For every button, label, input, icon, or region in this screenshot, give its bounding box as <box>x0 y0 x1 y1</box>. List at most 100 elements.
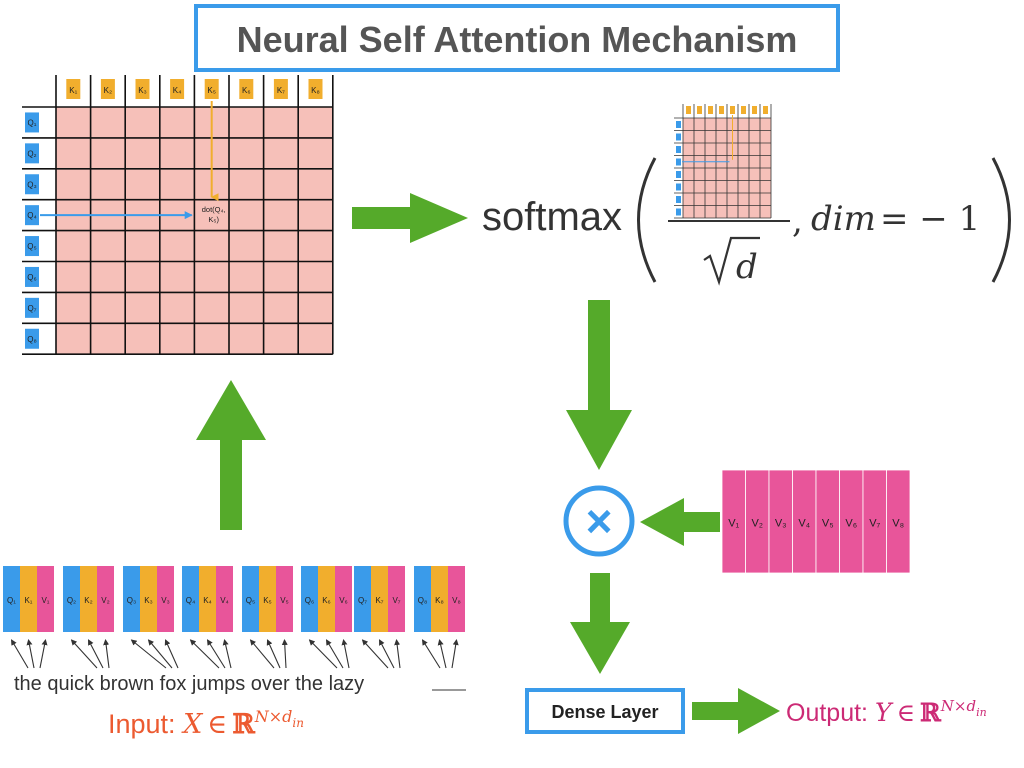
word-arrow <box>189 639 220 669</box>
word-arrow <box>281 639 288 669</box>
token-q-bar <box>123 566 140 632</box>
mini-key-cell <box>752 106 757 114</box>
input-label: Input: X∈ℝN×din <box>108 707 304 740</box>
token-v-label: V₂ <box>101 596 109 605</box>
input-sentence: the quick brown fox jumps over the lazy <box>14 673 466 695</box>
softmax-expression: softmax d , dim = − 1 <box>482 104 1011 287</box>
query-label: Q₃ <box>27 180 36 189</box>
key-label: K₁ <box>69 86 77 95</box>
dense-layer-box: Dense Layer <box>525 688 685 734</box>
right-paren <box>991 157 1011 283</box>
word-arrow <box>421 639 441 669</box>
word-arrow <box>266 639 281 669</box>
token-v-bar <box>276 566 293 632</box>
mini-key-cell <box>719 106 724 114</box>
input-reals: ℝ <box>232 709 255 740</box>
multiply-operator: × <box>563 485 635 557</box>
value-label: V₁ <box>728 518 739 530</box>
token-q-bar <box>301 566 318 632</box>
token-q-bar <box>182 566 199 632</box>
input-var: X <box>181 709 204 740</box>
mini-key-cell <box>763 106 768 114</box>
token-q-label: Q₂ <box>67 596 76 605</box>
token-v-bar <box>448 566 465 632</box>
mini-key-cell <box>708 106 713 114</box>
token-q-label: Q₈ <box>418 596 428 605</box>
query-cell <box>25 143 39 164</box>
query-label: Q₆ <box>27 273 36 282</box>
mini-attention-matrix <box>674 104 772 219</box>
query-label: Q₁ <box>28 118 37 127</box>
word-arrow <box>164 639 179 669</box>
mini-query-cell <box>676 158 681 166</box>
token-k-label: K₇ <box>375 596 383 605</box>
mini-query-cell <box>676 196 681 203</box>
token-v-bar <box>216 566 233 632</box>
dim-label: dim <box>811 199 876 239</box>
key-label: K₆ <box>242 86 251 95</box>
token-q-label: Q₆ <box>305 596 314 605</box>
key-label: K₅ <box>207 86 216 95</box>
word-arrow <box>394 639 401 669</box>
token-v-label: V₁ <box>41 596 49 605</box>
diagram-title: Neural Self Attention Mechanism <box>237 19 798 60</box>
key-cell <box>239 79 254 99</box>
mini-query-cell <box>676 121 681 128</box>
output-prefix: Output: <box>786 699 875 727</box>
query-cell <box>25 112 39 133</box>
token-q-bar <box>242 566 259 632</box>
query-label: Q₄ <box>27 211 37 220</box>
arrow-up-to-matrix <box>196 380 266 530</box>
word-arrow <box>249 639 275 669</box>
token-k-bar <box>199 566 216 632</box>
word-arrow <box>437 639 447 669</box>
sqrt-d: d <box>736 247 758 287</box>
output-label: Output: Y∈ℝN×din <box>786 697 987 727</box>
dot-product-label: dot(Q₄, <box>202 205 226 214</box>
token-v-label: V₇ <box>392 596 400 605</box>
token-k-label: K₂ <box>84 596 92 605</box>
mini-query-cell <box>676 146 681 153</box>
left-paren <box>637 157 657 283</box>
mini-key-cell <box>730 106 735 114</box>
arrow-values-to-multiply <box>640 498 720 546</box>
word-arrow <box>70 639 98 669</box>
word-arrow <box>308 639 338 669</box>
token-v-bar <box>335 566 352 632</box>
token-v-label: V₃ <box>161 596 170 605</box>
token-k-bar <box>80 566 97 632</box>
token-k-bar <box>318 566 335 632</box>
query-cell <box>25 205 39 226</box>
token-q-label: Q₃ <box>127 596 136 605</box>
output-reals: ℝ <box>920 698 942 727</box>
key-cell <box>135 79 150 99</box>
word-arrow <box>39 639 48 669</box>
arrow-down-to-multiply <box>566 300 632 470</box>
key-cell <box>204 79 219 99</box>
token-q-bar <box>3 566 20 632</box>
word-arrow <box>147 639 173 669</box>
query-cell <box>25 236 39 257</box>
token-q-label: Q₇ <box>358 596 367 605</box>
token-q-bar <box>354 566 371 632</box>
mini-query-cell <box>676 183 681 191</box>
query-cell <box>25 297 39 318</box>
word-arrow <box>222 639 232 669</box>
output-in: ∈ <box>896 698 915 727</box>
query-label: Q₂ <box>27 149 36 158</box>
token-q-bar <box>414 566 431 632</box>
sentence-text: the quick brown fox jumps over the lazy <box>14 673 364 695</box>
mini-query-cell <box>676 171 681 178</box>
query-cell <box>25 174 39 195</box>
sqrt-sign <box>703 236 760 286</box>
token-v-bar <box>388 566 405 632</box>
word-arrow <box>325 639 344 669</box>
word-arrow <box>341 639 350 669</box>
query-label: Q₈ <box>27 335 37 344</box>
token-k-label: K₃ <box>144 596 153 605</box>
input-sup: N×d <box>254 707 293 726</box>
word-arrow <box>451 639 459 669</box>
